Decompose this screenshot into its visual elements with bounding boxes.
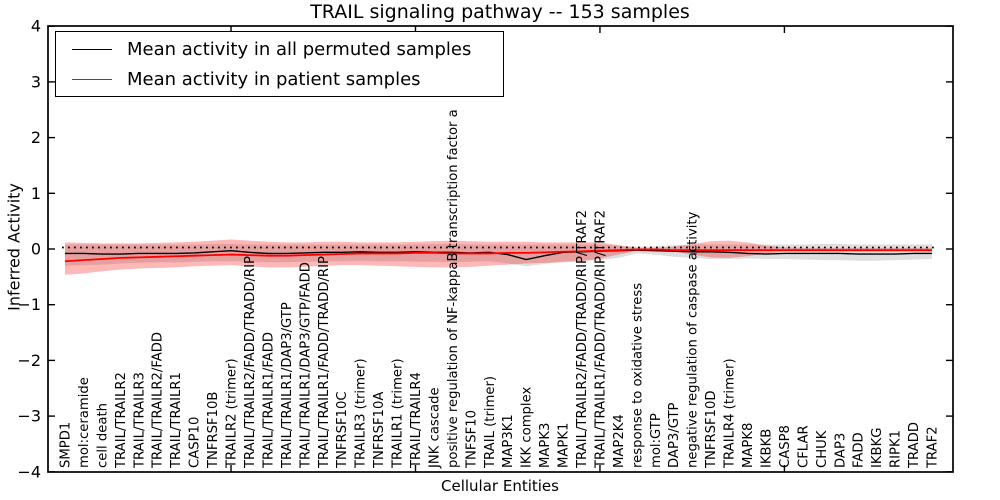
x-tick-label: TRAIL/TRAILR1/FADD/TRADD/RIP/TRAF2	[593, 210, 608, 469]
x-tick-label: CFLAR	[796, 425, 811, 468]
x-tick-label: CASP8	[778, 425, 793, 468]
x-tick-label: FADD	[852, 432, 867, 468]
x-tick-label: TRAIL/TRAILR2/FADD/TRADD/RIP	[243, 256, 258, 469]
x-tick-label: TRADD	[907, 422, 922, 469]
y-tick-label: 3	[31, 72, 41, 91]
x-tick-label: MAPK3	[538, 423, 553, 468]
legend-item-patient: Mean activity in patient samples	[72, 65, 503, 93]
x-axis-label: Cellular Entities	[441, 477, 559, 495]
x-tick-label: cell death	[95, 403, 110, 468]
x-tick-label: DAP3	[833, 433, 848, 468]
x-tick-label: IKBKG	[870, 428, 885, 468]
x-tick-label: TRAILR3 (trimer)	[354, 358, 369, 469]
x-tick-label: negative regulation of caspase activity	[686, 211, 701, 468]
x-tick-label: TNFRSF10C	[335, 391, 350, 469]
y-tick-label: 1	[31, 184, 41, 203]
x-tick-label: MAPK8	[741, 423, 756, 468]
x-tick-label: MAPK1	[557, 423, 572, 468]
x-tick-label: CHUK	[815, 430, 830, 468]
x-tick-label: TRAILR1 (trimer)	[391, 358, 406, 469]
x-tick-label: TRAIL/TRAILR1/DAP3/GTP/FADD	[298, 262, 313, 469]
x-tick-label: TRAILR2 (trimer)	[225, 358, 240, 469]
x-tick-label: TRAIL/TRAILR3	[132, 372, 147, 469]
x-tick-label: TNFSF10	[464, 410, 479, 469]
chart-title: TRAIL signaling pathway -- 153 samples	[310, 1, 690, 23]
x-tick-label: TRAIL/TRAILR2/FADD	[151, 332, 166, 469]
patient-range-band	[65, 239, 932, 275]
x-tick-label: TRAIL/TRAILR1/DAP3/GTP	[280, 302, 295, 469]
x-tick-label: response to oxidative stress	[630, 283, 645, 468]
legend-line-sample-red	[72, 78, 112, 80]
legend-label-permuted: Mean activity in all permuted samples	[127, 38, 472, 60]
x-tick-label: IKK complex	[520, 387, 535, 468]
x-tick-label: TNFRSF10A	[372, 392, 387, 469]
x-tick-label: IKBKB	[759, 429, 774, 468]
y-axis-label: Inferred Activity	[4, 183, 24, 311]
y-tick-label: −4	[17, 462, 41, 481]
y-tick-label: −2	[17, 351, 41, 370]
x-tick-label: TRAIL/TRAILR1/FADD	[261, 332, 276, 469]
x-tick-label: TRAIL/TRAILR2/FADD/TRADD/RIP/TRAF2	[575, 210, 590, 469]
y-tick-label: 2	[31, 128, 41, 147]
x-tick-label: TRAIL/TRAILR1	[169, 372, 184, 469]
x-tick-label: mol:ceramide	[77, 377, 92, 468]
y-tick-label: −1	[17, 295, 41, 314]
x-tick-label: TNFRSF10B	[206, 392, 221, 469]
x-tick-label: TRAF2	[926, 426, 941, 469]
x-tick-label: MAP2K4	[612, 414, 627, 468]
legend-item-permuted: Mean activity in all permuted samples	[72, 35, 503, 63]
legend: Mean activity in all permuted samples Me…	[55, 31, 504, 97]
x-tick-label: TNFRSF10D	[704, 390, 719, 469]
x-tick-label: TRAILR4 (trimer)	[723, 358, 738, 469]
patient-mean-line	[64, 248, 932, 263]
y-tick-label: 0	[31, 240, 41, 259]
x-tick-label: TRAIL/TRAILR2	[114, 372, 129, 469]
x-tick-label: JNK cascade	[427, 387, 442, 469]
x-tick-label: SMPD1	[59, 422, 74, 468]
x-tick-label: TRAIL/TRAILR1/FADD/TRADD/RIP	[317, 256, 332, 469]
x-tick-label: positive regulation of NF-kappaB transcr…	[446, 109, 461, 468]
y-tick-label: 4	[31, 17, 41, 36]
y-tick-label: −3	[17, 407, 41, 426]
legend-line-sample-black	[72, 48, 112, 50]
x-tick-label: mol:GTP	[649, 413, 664, 468]
x-tick-label: MAP3K1	[501, 414, 516, 468]
x-tick-label: TRAIL/TRAILR4	[409, 372, 424, 469]
legend-label-patient: Mean activity in patient samples	[127, 68, 421, 90]
x-tick-label: TRAIL (trimer)	[483, 376, 498, 469]
x-tick-label: RIPK1	[889, 430, 904, 468]
x-tick-label: DAP3/GTP	[667, 402, 682, 468]
x-tick-label: CASP10	[188, 417, 203, 468]
